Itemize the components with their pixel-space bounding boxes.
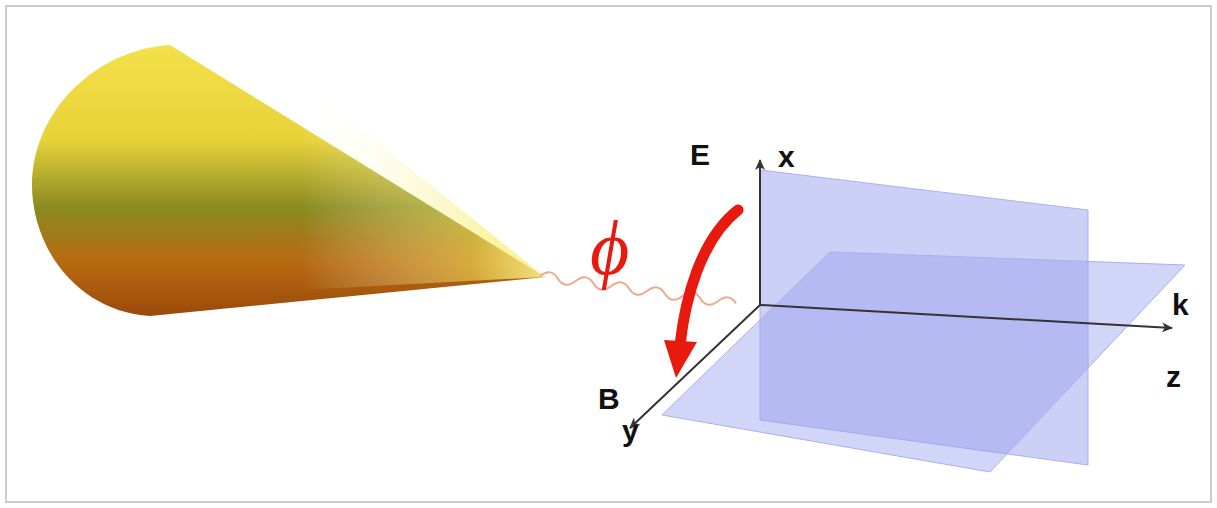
- field-label: B: [598, 384, 620, 414]
- frame: [6, 6, 1211, 502]
- axis-label: z: [1166, 362, 1181, 392]
- phase-symbol: ϕ: [590, 210, 629, 286]
- y-axis: [630, 305, 760, 428]
- rotation-arrow: [680, 210, 738, 345]
- photon-wave: [539, 271, 736, 308]
- magnetic-plane: [662, 252, 1185, 472]
- z-axis: [760, 305, 1172, 328]
- x-axis: [759, 160, 761, 305]
- axis-label: x: [778, 142, 795, 172]
- rotation-arrowhead: [664, 340, 697, 378]
- cone-highlight: [300, 80, 545, 290]
- light-cone: [32, 45, 545, 316]
- axis-label: y: [622, 416, 639, 446]
- wavevector-label: k: [1172, 290, 1189, 320]
- field-label: E: [690, 140, 710, 170]
